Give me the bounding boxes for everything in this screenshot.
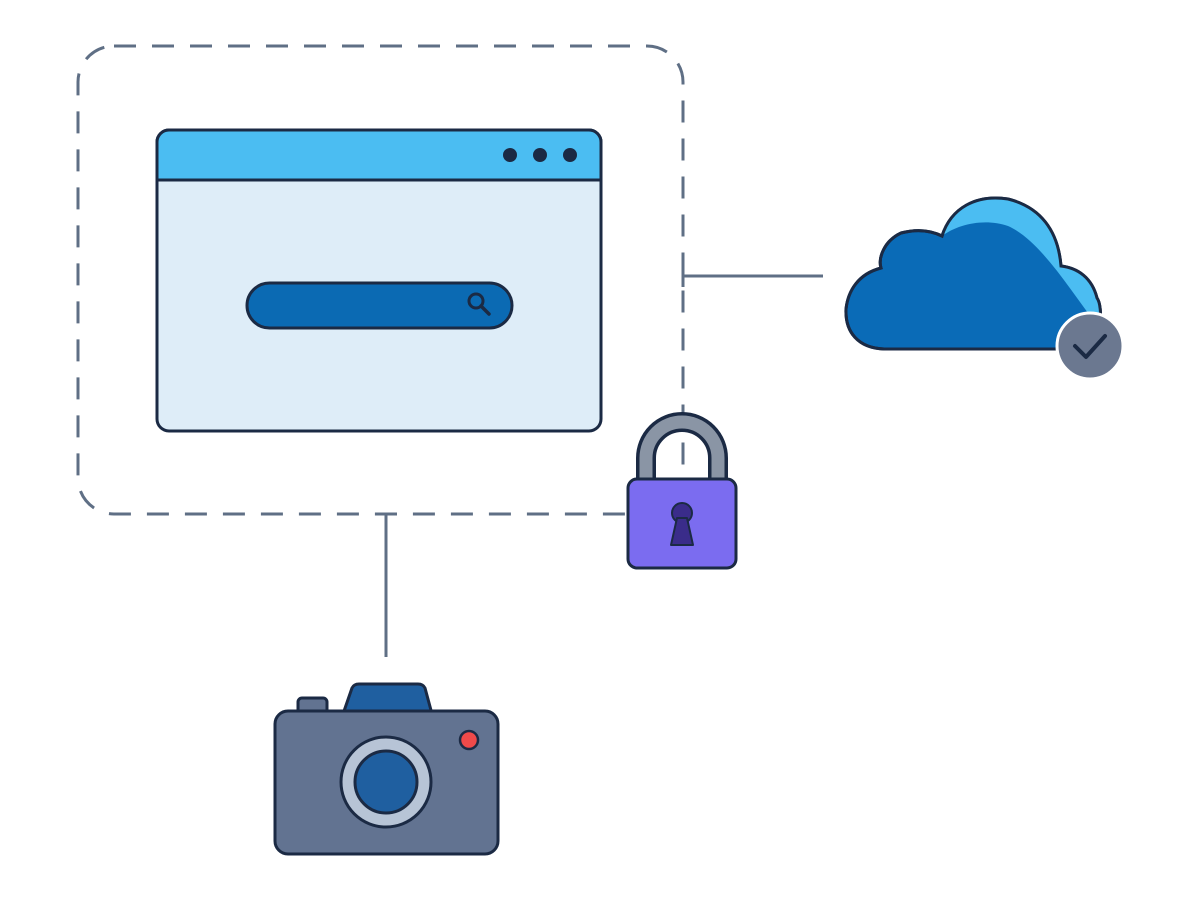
keyhole-icon [670,502,694,546]
cloud-highlight [942,198,1100,325]
search-bar [245,281,514,330]
padlock-icon [626,412,738,570]
browser-window-icon [155,128,603,433]
cloud-icon [844,196,1125,381]
connector-camera [375,512,397,657]
window-titlebar [155,128,603,182]
camera-icon [273,682,500,856]
camera-lens [353,749,419,815]
camera-viewfinder [341,682,434,716]
connector-cloud [681,265,823,287]
search-icon [467,292,491,316]
check-circle-icon [1055,311,1125,381]
camera-indicator-light [458,729,480,751]
more-dots-icon [503,148,577,162]
